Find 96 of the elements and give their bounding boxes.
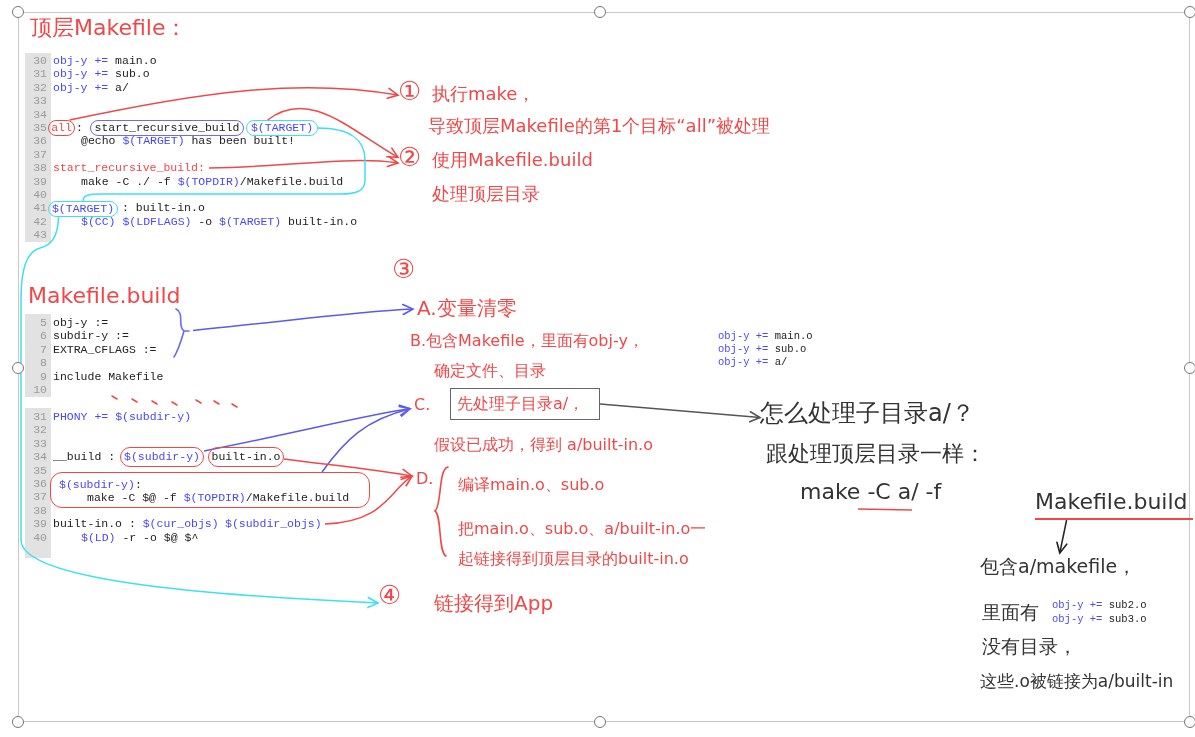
arrow: [203, 404, 411, 452]
handwritten-note: C.: [414, 394, 431, 416]
handwritten-note: 假设已成功，得到 a/built-in.o: [434, 434, 653, 456]
code-line: make -C ./ -f $(TOPDIR)/Makefile.build: [81, 174, 344, 189]
line-number: 39: [32, 174, 47, 189]
arrow: [599, 403, 761, 423]
line-number: 37: [32, 147, 47, 162]
handwritten-heading: Makefile.build: [28, 282, 181, 310]
code-line: $(subdir-y):: [59, 478, 142, 492]
line-number: 35: [32, 463, 47, 478]
arrow: [68, 87, 399, 121]
handwritten-note: 没有目录，: [982, 634, 1077, 659]
code-line: : built-in.o: [122, 201, 205, 216]
connector-line: [82, 127, 366, 202]
arrow: [324, 475, 413, 525]
line-number: 35: [32, 121, 47, 135]
circled-code-block: [50, 472, 370, 508]
handwritten-heading: 顶层Makefile：: [30, 14, 188, 42]
line-number: 39: [32, 517, 47, 532]
arrow: [192, 303, 414, 332]
line-number: 40: [32, 188, 47, 202]
arrow: [208, 156, 399, 169]
circled-number: ①: [398, 76, 422, 106]
arrow: [321, 405, 411, 473]
handwritten-note: 把main.o、sub.o、a/built-in.o一起链接得到顶层目录的built-in.o: [458, 518, 708, 570]
code-line: PHONY += $(subdir-y): [53, 410, 192, 424]
arrow: [283, 458, 413, 481]
line-number: 38: [32, 503, 47, 518]
line-number: 40: [32, 530, 47, 545]
code-line: make -C $@ -f $(TOPDIR)/Makefile.build: [87, 491, 350, 506]
handwritten-note: 链接得到App: [434, 590, 554, 616]
handwritten-note: 导致顶层Makefile的第1个目标“all”被处理: [428, 114, 770, 138]
circled-number: ②: [398, 142, 422, 172]
line-number: 7: [39, 342, 47, 357]
line-number: 36: [32, 477, 47, 491]
code-token: $(subdir_objs): [225, 517, 325, 531]
code-line: $(LD) -r -o $@ $^: [81, 530, 199, 545]
line-number: 32: [32, 423, 47, 438]
line-number: 31: [32, 410, 47, 424]
code-line: obj-y += main.o: [53, 54, 157, 68]
line-number: 33: [32, 436, 47, 451]
line-number: 30: [32, 54, 47, 68]
handwritten-note: make -C a/ -f: [800, 478, 942, 506]
underlined-text: Makefile.build: [1035, 488, 1193, 520]
code-line: include Makefile: [53, 369, 164, 384]
code-line: obj-y += sub.o: [718, 343, 807, 356]
line-number: 34: [32, 107, 47, 122]
code-line: @echo $(TARGET) has been built!: [81, 134, 295, 149]
arrow: [266, 107, 399, 159]
code-line: __build :: [53, 450, 116, 465]
handwritten-note: 这些.o被链接为a/built-in: [980, 670, 1174, 693]
arrow: [1056, 519, 1068, 554]
handwritten-note: D.: [416, 468, 434, 490]
handwritten-note: 跟处理顶层目录一样：: [766, 440, 986, 468]
handwritten-note: 处理顶层目录: [432, 182, 540, 206]
line-number: 36: [32, 134, 47, 149]
code-line: built-in.o : $(cur_objs): [53, 517, 219, 532]
handwritten-note: 编译main.o、sub.o: [458, 474, 605, 496]
boxed-note: 先处理子目录a/，: [450, 388, 600, 420]
line-number: 5: [39, 316, 47, 330]
handwritten-note: 包含a/makefile，: [980, 554, 1137, 579]
handwritten-note: 执行make，: [432, 82, 536, 106]
line-number: 6: [39, 329, 47, 344]
handwritten-note: B.包含Makefile，里面有obj-y，: [410, 330, 644, 352]
code-line: $(CC) $(LDFLAGS) -o $(TARGET) built-in.o: [81, 214, 358, 229]
code-token: start_recursive_build:: [53, 161, 209, 175]
code-line: obj-y += sub3.o: [1052, 613, 1147, 626]
line-number: 38: [32, 161, 47, 176]
line-number: 33: [32, 94, 47, 109]
handwritten-note: 使用Makefile.build: [432, 148, 593, 172]
line-number: 8: [39, 356, 47, 371]
handwritten-note: 里面有: [982, 600, 1039, 625]
code-line: obj-y += a/: [718, 356, 788, 369]
line-number: 41: [32, 201, 47, 216]
line-number: 42: [32, 214, 47, 229]
circled-number: ④: [378, 580, 402, 610]
handwritten-note: A.变量清零: [417, 295, 517, 321]
code-line: obj-y :=: [53, 316, 109, 330]
line-number: 37: [32, 490, 47, 505]
line-number: 9: [39, 369, 47, 384]
code-line: :: [76, 121, 83, 135]
line-number: 32: [32, 80, 47, 95]
code-line: obj-y += main.o: [718, 330, 813, 343]
code-line: EXTRA_CFLAGS :=: [53, 342, 157, 357]
code-line: obj-y += a/: [53, 80, 129, 95]
line-number: 43: [32, 228, 47, 243]
handwritten-note: 确定文件、目录: [434, 360, 546, 382]
line-number: 10: [32, 383, 47, 397]
code-line: obj-y += sub.o: [53, 67, 150, 82]
line-number: 31: [32, 67, 47, 82]
handwritten-note: 怎么处理子目录a/？: [760, 398, 975, 428]
circled-number: ③: [392, 254, 416, 284]
line-number: 34: [32, 450, 47, 465]
code-line: subdir-y :=: [53, 329, 129, 344]
code-line: obj-y += sub2.o: [1052, 599, 1147, 612]
arrow: [20, 216, 379, 609]
